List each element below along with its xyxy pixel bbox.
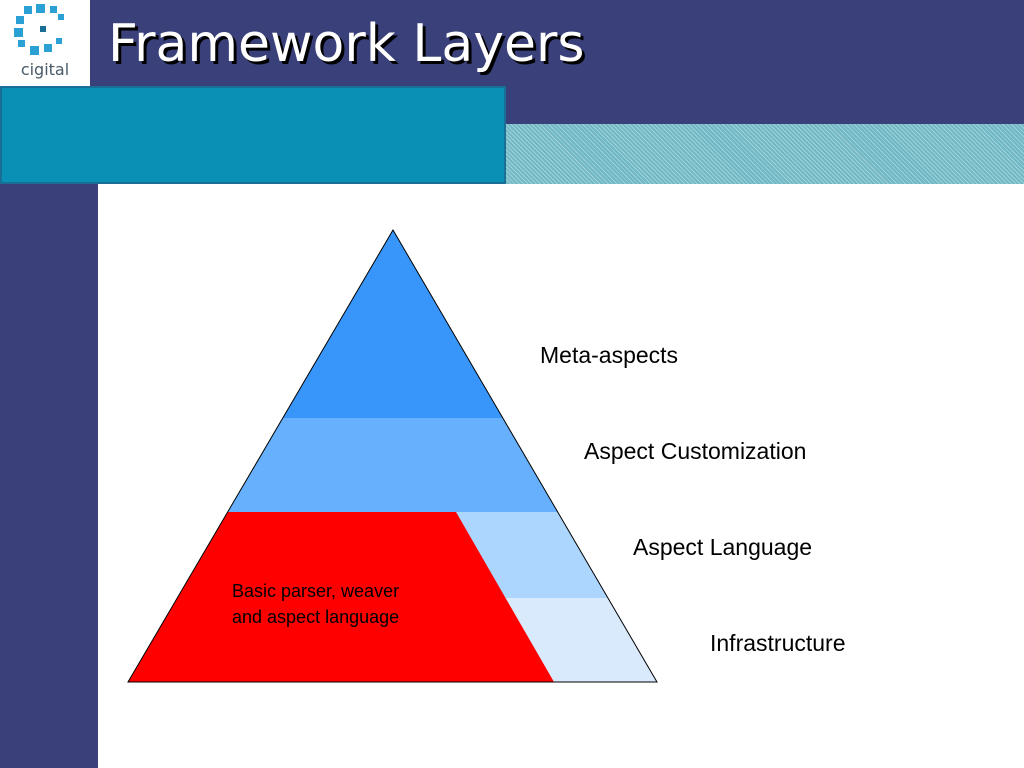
label-aspect-customization: Aspect Customization xyxy=(584,438,807,464)
pyramid-outline xyxy=(127,229,658,683)
logo-wordmark: cigital xyxy=(20,60,70,79)
header-hatch-bar xyxy=(506,124,1024,184)
logo-box xyxy=(0,0,90,86)
header-accent-bar xyxy=(0,86,506,184)
label-infrastructure: Infrastructure xyxy=(710,630,846,656)
cigital-logo-icon xyxy=(14,4,64,55)
left-side-bar xyxy=(0,184,98,768)
pyramid-layer-aspect-customization xyxy=(228,418,558,512)
label-meta-aspects: Meta-aspects xyxy=(540,342,679,368)
inner-red-block xyxy=(128,512,554,682)
inner-block-line-1: Basic parser, weaver xyxy=(232,581,400,601)
label-aspect-language: Aspect Language xyxy=(633,534,813,560)
inner-block-label: Basic parser, weaver and aspect language xyxy=(232,578,462,630)
inner-block-line-2: and aspect language xyxy=(232,607,400,627)
slide-title: Framework Layers xyxy=(108,14,585,74)
pyramid-layer-meta-aspects xyxy=(283,230,503,418)
